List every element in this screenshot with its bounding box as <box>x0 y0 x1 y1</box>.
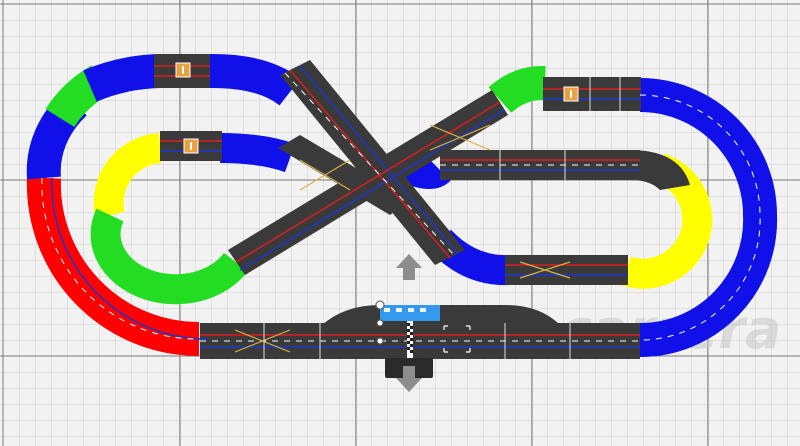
segment-separators <box>263 77 621 359</box>
curve-blue-inner-top[interactable] <box>219 133 296 173</box>
arrow-down-icon[interactable] <box>396 366 422 392</box>
curve-red-left[interactable] <box>26 177 200 356</box>
power-terminal-icon[interactable] <box>563 86 579 102</box>
power-terminal-icon[interactable] <box>175 62 191 78</box>
arrow-up-icon[interactable] <box>396 254 422 280</box>
curve-green-top-right[interactable] <box>488 65 546 114</box>
track-centre-dashes <box>41 72 761 342</box>
selection-handles[interactable] <box>375 300 385 345</box>
lane-change-marks <box>234 124 571 353</box>
curve-yellow-inner-left[interactable] <box>93 133 162 219</box>
curve-blue-top-middle[interactable] <box>207 53 301 106</box>
curve-green-inner-left[interactable] <box>90 208 249 305</box>
lane-lines <box>51 65 641 348</box>
power-terminal-icon[interactable] <box>183 138 199 154</box>
curve-blue-top-left[interactable] <box>83 54 161 102</box>
